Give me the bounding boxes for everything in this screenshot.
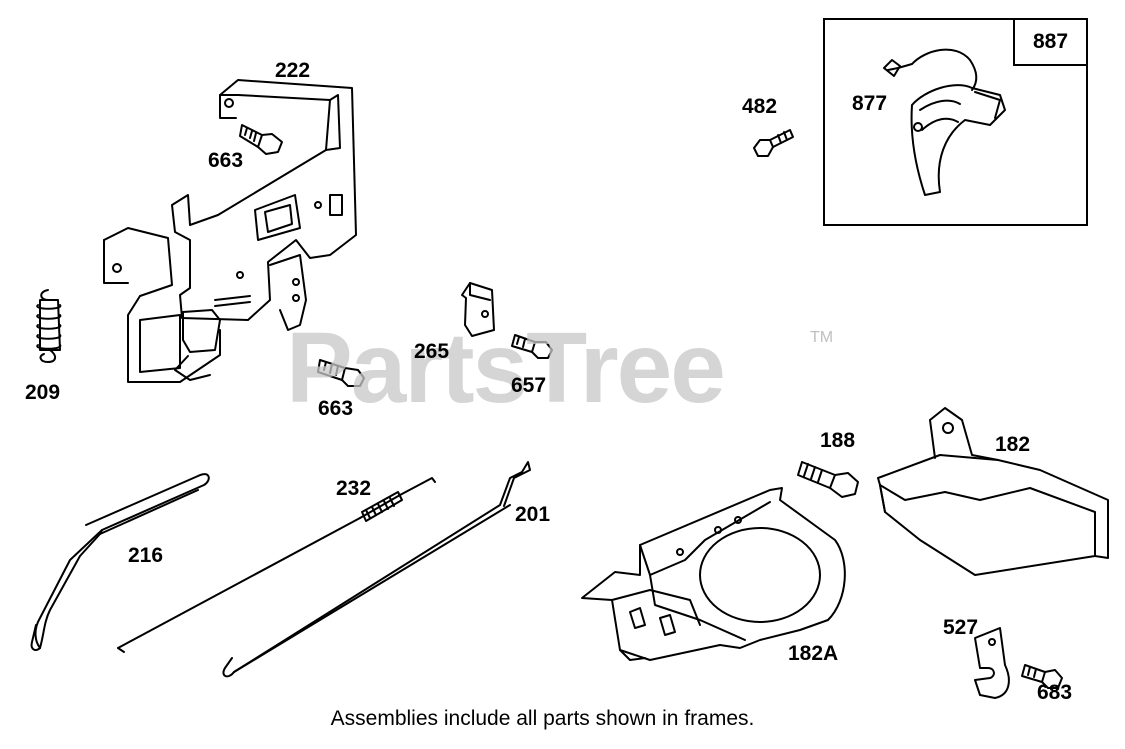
- part-label-265[interactable]: 265: [414, 340, 450, 363]
- caption: Assemblies include all parts shown in fr…: [330, 707, 755, 730]
- part-label-209[interactable]: 209: [25, 381, 61, 404]
- bolt-657-drawing: [511, 334, 553, 359]
- frame-part-number[interactable]: 887: [1013, 18, 1088, 66]
- bolt-663-upper-drawing: [239, 124, 283, 155]
- assembly-frame: 887: [823, 18, 1088, 226]
- part-label-232[interactable]: 232: [336, 477, 372, 500]
- part-label-482[interactable]: 482: [742, 95, 778, 118]
- spring-209-drawing: [36, 289, 62, 363]
- trademark-mark: TM: [810, 329, 834, 346]
- bolt-482-drawing: [753, 129, 794, 157]
- part-label-877[interactable]: 877: [852, 92, 888, 115]
- watermark: PartsTree: [286, 312, 726, 424]
- part-label-663-lower[interactable]: 663: [318, 397, 354, 420]
- bolt-663-lower-drawing: [317, 359, 365, 387]
- control-bracket-222-drawing: [103, 79, 357, 383]
- plate-182A-drawing: [581, 487, 846, 661]
- sensor-877-drawing: [883, 48, 1006, 196]
- part-label-683[interactable]: 683: [1037, 681, 1073, 704]
- part-label-182A[interactable]: 182A: [788, 642, 839, 665]
- bolt-683-drawing: [1021, 664, 1063, 689]
- rod-216-drawing: [30, 473, 210, 651]
- part-label-201[interactable]: 201: [515, 503, 551, 526]
- spring-link-232-drawing: [117, 477, 436, 653]
- part-label-188[interactable]: 188: [820, 429, 856, 452]
- part-label-657[interactable]: 657: [511, 374, 547, 397]
- part-label-527[interactable]: 527: [943, 616, 979, 639]
- clamp-527-drawing: [974, 627, 1010, 699]
- rod-201-drawing: [222, 461, 531, 678]
- part-label-222[interactable]: 222: [275, 59, 311, 82]
- plate-182-drawing: [877, 407, 1109, 576]
- part-label-216[interactable]: 216: [128, 544, 164, 567]
- part-label-182[interactable]: 182: [995, 433, 1031, 456]
- bolt-188-drawing: [797, 461, 859, 498]
- part-label-663-upper[interactable]: 663: [208, 149, 244, 172]
- clip-265-drawing: [461, 282, 495, 337]
